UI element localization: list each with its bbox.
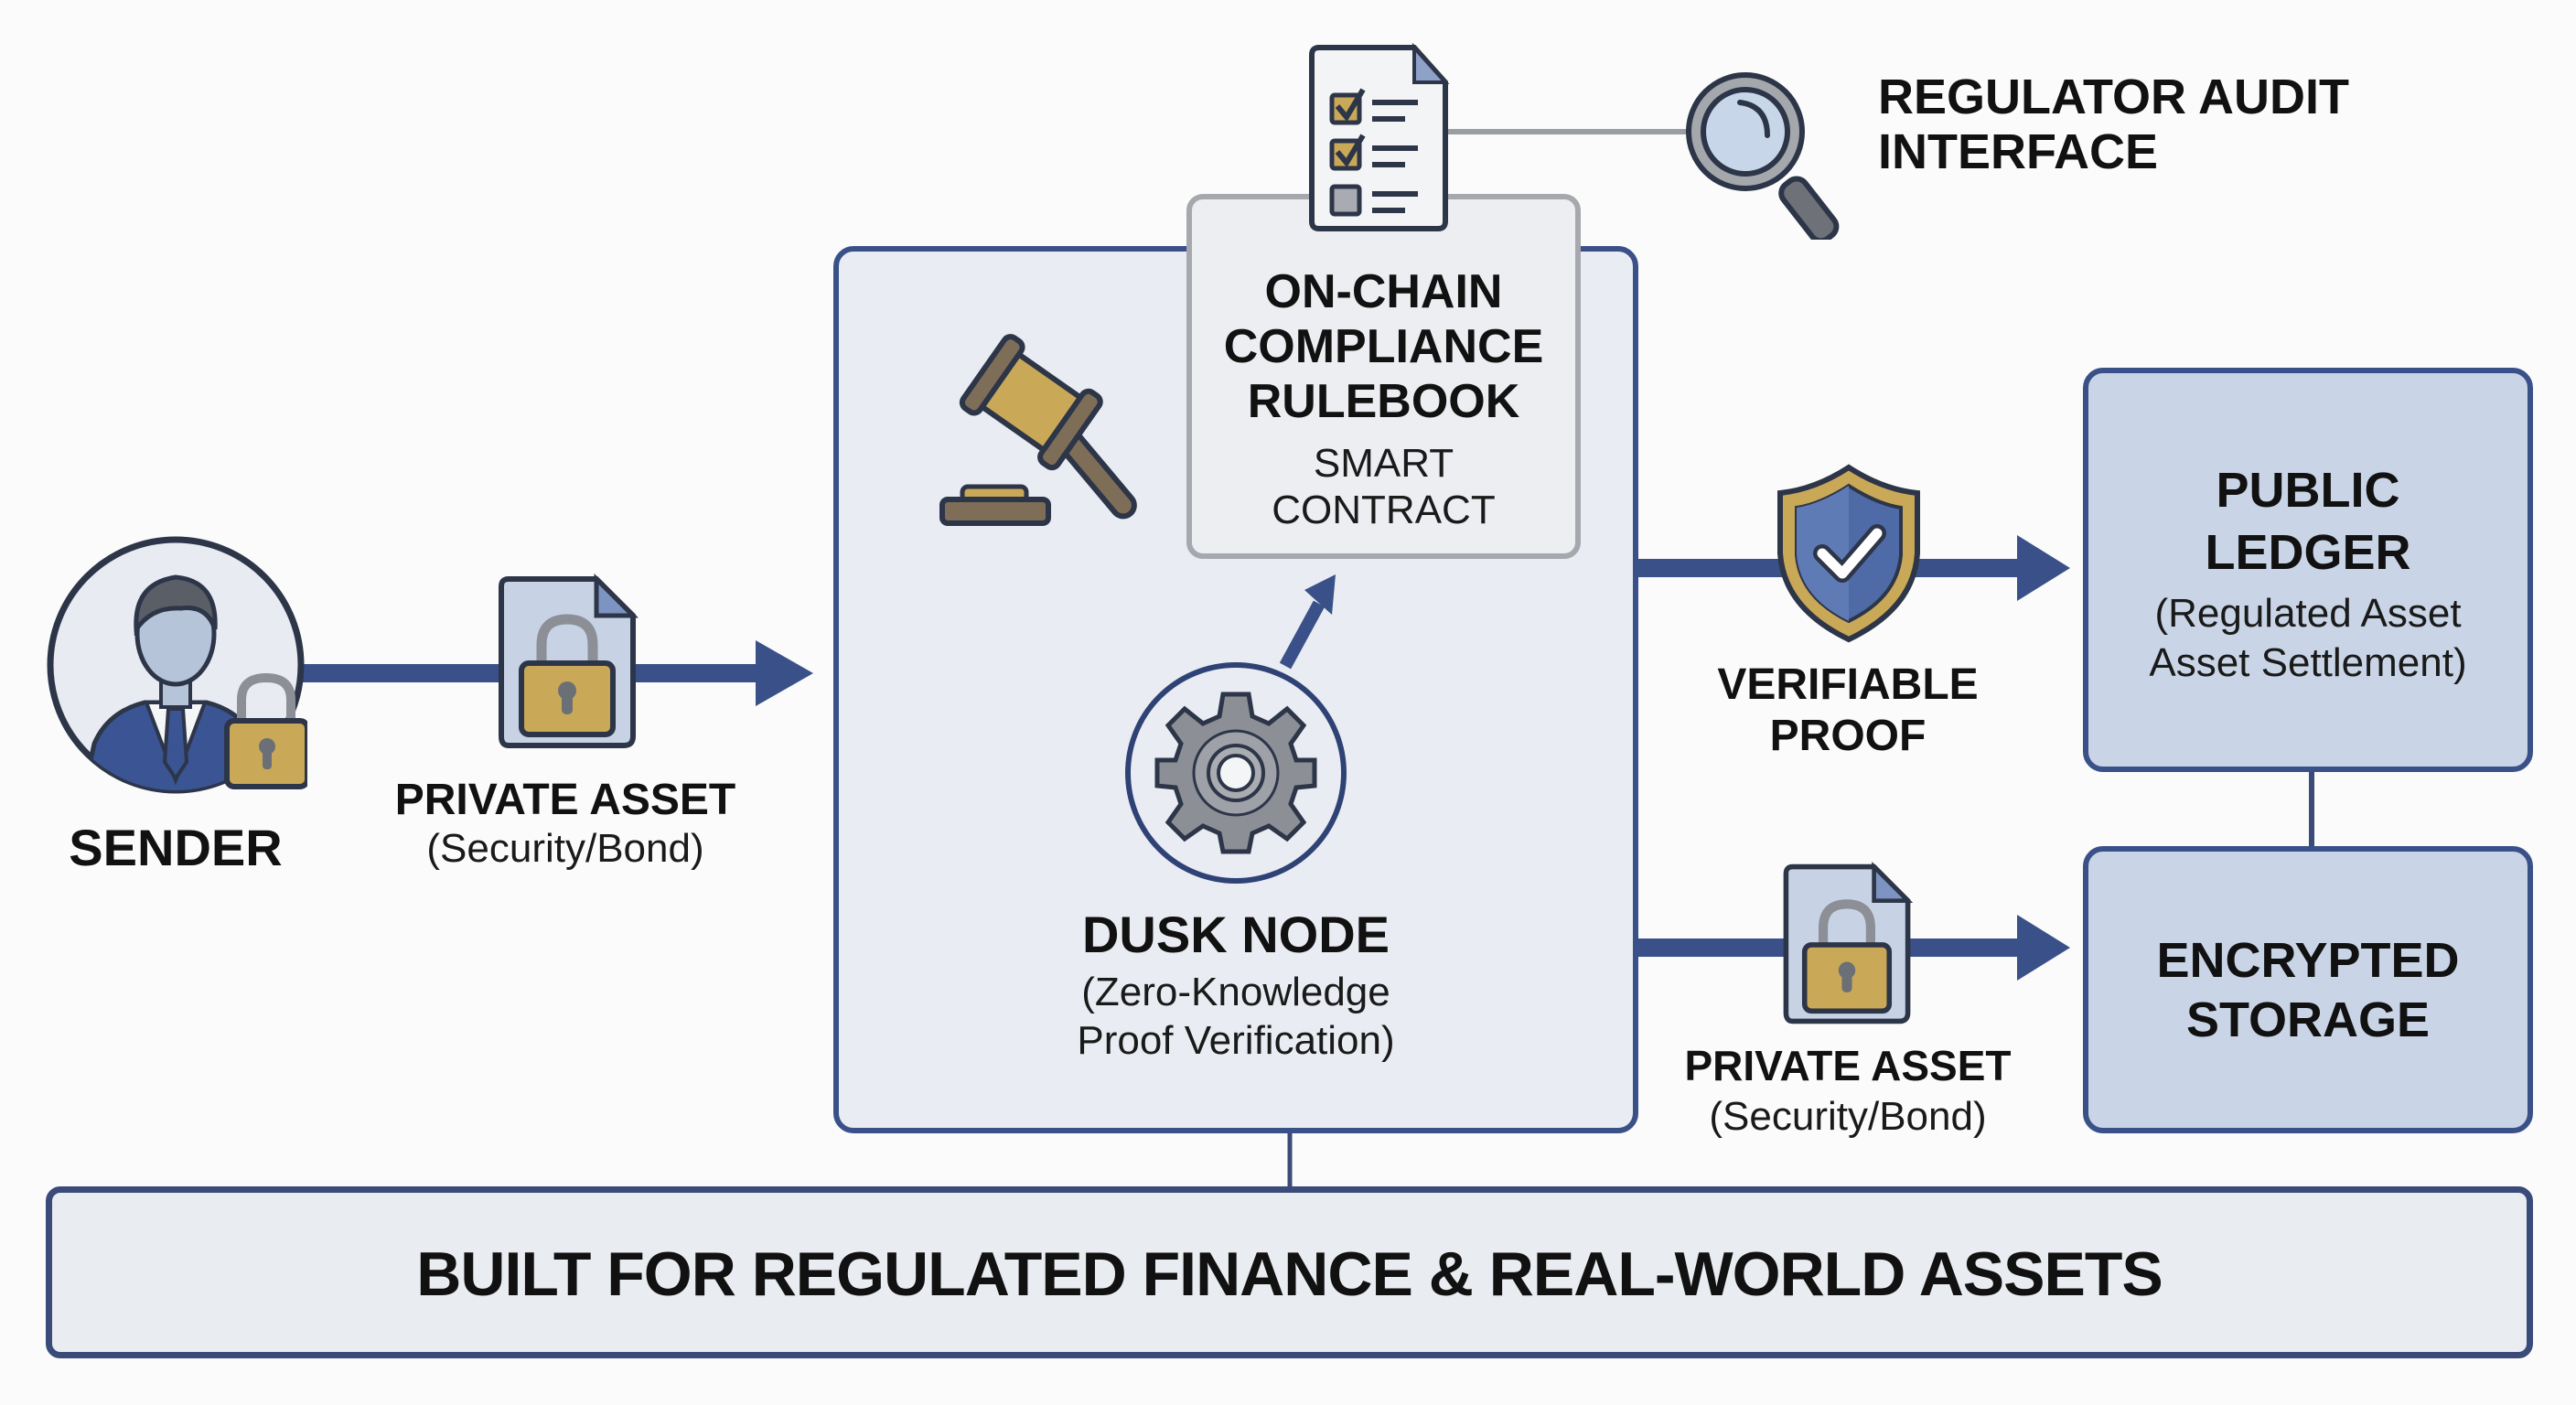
proof-line1: VERIFIABLE: [1717, 660, 1979, 709]
output-asset-document: [1779, 861, 1915, 1026]
public-ledger-box: [2083, 368, 2533, 772]
magnifier-icon: [1686, 72, 1840, 244]
ledger-line2: LEDGER: [2205, 525, 2411, 580]
rulebook-subtitle-line2: CONTRACT: [1272, 488, 1496, 532]
locked-document-icon: [1783, 861, 1914, 1024]
dusk-node-subtitle-line2: Proof Verification): [1077, 1018, 1395, 1063]
input-asset-title: PRIVATE ASSET: [394, 776, 736, 824]
ledger-sub2: Asset Settlement): [2149, 640, 2467, 685]
rulebook-title-line2: COMPLIANCE: [1223, 320, 1544, 373]
private-asset-document: [494, 573, 640, 751]
storage-line2: STORAGE: [2185, 992, 2431, 1047]
checklist-document: [1306, 42, 1451, 234]
verifiable-proof-shield: [1773, 462, 1925, 645]
businessman-with-lock-icon: [47, 536, 310, 794]
sender-node: [44, 533, 310, 797]
output-asset-subtitle: (Security/Bond): [1709, 1094, 1987, 1139]
banner-text: BUILT FOR REGULATED FINANCE & REAL-WORLD…: [416, 1239, 2163, 1309]
output-asset-title: PRIVATE ASSET: [1684, 1042, 2012, 1089]
rulebook-title-line1: ON-CHAIN: [1264, 265, 1503, 318]
sender-label: SENDER: [69, 819, 283, 876]
ledger-sub1: (Regulated Asset: [2154, 591, 2462, 636]
storage-line1: ENCRYPTED: [2156, 933, 2460, 988]
gavel: [935, 331, 1164, 532]
regulator-line1: REGULATOR AUDIT: [1878, 70, 2349, 124]
encrypted-storage-box: [2083, 846, 2533, 1133]
locked-document-icon: [499, 573, 639, 748]
footer-banner: [46, 1186, 2533, 1358]
dusk-node-title: DUSK NODE: [1081, 906, 1390, 963]
shield-check-icon: [1777, 464, 1920, 643]
ledger-line1: PUBLIC: [2216, 463, 2400, 518]
regulator-magnifier: [1683, 66, 1857, 244]
gavel-icon: [939, 334, 1137, 526]
input-asset-subtitle: (Security/Bond): [426, 826, 704, 871]
dusk-node-subtitle-line1: (Zero-Knowledge: [1081, 970, 1390, 1014]
rulebook-subtitle-line1: SMART: [1313, 441, 1454, 486]
rulebook-title-line3: RULEBOOK: [1247, 375, 1520, 428]
checklist-document-icon: [1309, 42, 1450, 231]
regulator-line2: INTERFACE: [1878, 124, 2159, 179]
proof-line2: PROOF: [1769, 712, 1927, 760]
